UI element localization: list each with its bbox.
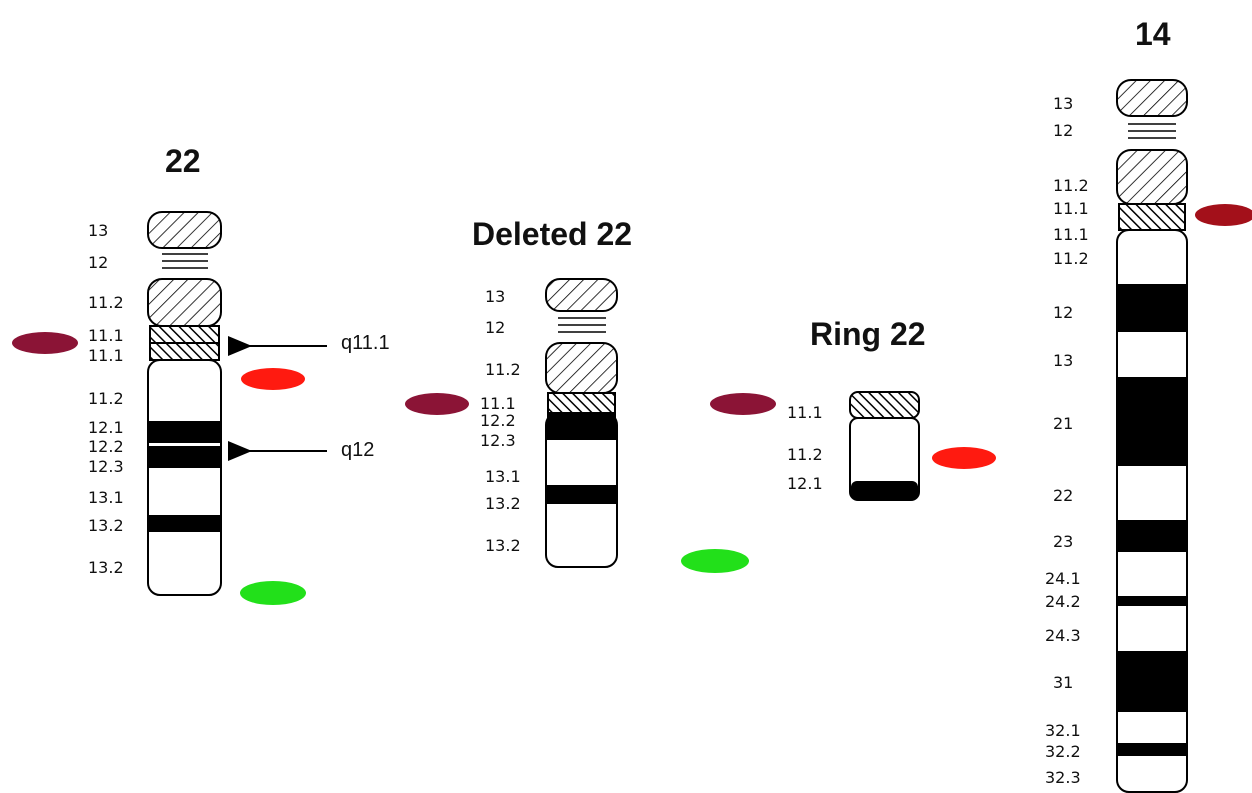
band-label: 13 bbox=[88, 221, 108, 240]
band-14-centromere bbox=[1118, 203, 1186, 231]
band-label: 13.2 bbox=[88, 516, 124, 535]
probe-dark-red bbox=[1195, 204, 1252, 226]
band-label: 22 bbox=[1053, 486, 1073, 505]
band-del22-q13-2 bbox=[547, 485, 616, 504]
band-22-p13 bbox=[147, 211, 222, 249]
band-label: 12.1 bbox=[787, 474, 823, 493]
band-label: 12 bbox=[485, 318, 505, 337]
chromosome-14-title: 14 bbox=[1135, 16, 1171, 52]
band-ring22-q12-1 bbox=[851, 481, 918, 500]
band-14-q23 bbox=[1118, 520, 1186, 552]
band-label: 11.2 bbox=[485, 360, 521, 379]
ring-22: Ring 22 11.1 11.2 12.1 bbox=[787, 316, 996, 501]
chromosome-22-title: 22 bbox=[165, 143, 201, 179]
band-label: 21 bbox=[1053, 414, 1073, 433]
band-del22-q12 bbox=[547, 414, 616, 440]
chromosome-14: 14 13 12 11.2 11.1 11.1 11.2 12 13 21 22… bbox=[1045, 16, 1252, 793]
band-14-q32-2 bbox=[1118, 743, 1186, 756]
band-14-p12-stalk bbox=[1128, 123, 1176, 139]
band-label: 11.1 bbox=[88, 326, 124, 345]
chromosome-22-q-arm bbox=[147, 359, 222, 596]
probe-red bbox=[241, 368, 305, 390]
band-label: 12.3 bbox=[480, 431, 516, 450]
band-label: 13.1 bbox=[485, 467, 521, 486]
band-14-q21 bbox=[1118, 377, 1186, 466]
band-22-p12-stalk bbox=[162, 253, 208, 269]
band-label: 12 bbox=[1053, 121, 1073, 140]
probe-dark-red bbox=[12, 332, 78, 354]
band-14-q24-2 bbox=[1118, 596, 1186, 606]
arrow-label-q11-1: q11.1 bbox=[341, 332, 390, 354]
band-label: 11.2 bbox=[88, 389, 124, 408]
band-14-q12 bbox=[1118, 284, 1186, 332]
band-del22-p11-2 bbox=[545, 342, 618, 394]
band-label: 12.2 bbox=[480, 411, 516, 430]
band-ring22-centromere bbox=[849, 391, 920, 419]
band-label: 24.2 bbox=[1045, 592, 1081, 611]
band-label: 13.1 bbox=[88, 488, 124, 507]
band-label: 31 bbox=[1053, 673, 1073, 692]
band-label: 32.3 bbox=[1045, 768, 1081, 787]
band-22-q12-3 bbox=[149, 446, 220, 468]
ring-22-title: Ring 22 bbox=[810, 316, 926, 352]
band-label: 11.2 bbox=[88, 293, 124, 312]
band-label: 32.1 bbox=[1045, 721, 1081, 740]
probe-dark-red bbox=[405, 393, 469, 415]
deleted-22: Deleted 22 13 12 11.2 11.1 12.2 12.3 13.… bbox=[405, 216, 776, 573]
band-label: 12.2 bbox=[88, 437, 124, 456]
band-label: 12 bbox=[88, 253, 108, 272]
band-14-p13 bbox=[1116, 79, 1188, 117]
probe-green bbox=[240, 581, 306, 605]
band-22-p11-2 bbox=[147, 278, 222, 327]
band-label: 11.2 bbox=[1053, 176, 1089, 195]
chromosome-22: 22 13 12 11.2 11.1 11.1 11.2 12.1 12.2 1… bbox=[12, 143, 390, 605]
band-label: 13 bbox=[485, 287, 505, 306]
band-22-q12-1 bbox=[149, 421, 220, 443]
band-label: 11.1 bbox=[1053, 199, 1089, 218]
probe-dark-red bbox=[710, 393, 776, 415]
band-label: 24.3 bbox=[1045, 626, 1081, 645]
band-label: 24.1 bbox=[1045, 569, 1081, 588]
band-del22-p13 bbox=[545, 278, 618, 312]
band-del22-p12-stalk bbox=[558, 317, 606, 333]
band-14-q31 bbox=[1118, 651, 1186, 712]
band-label: 11.1 bbox=[787, 403, 823, 422]
band-22-q13-2 bbox=[149, 515, 220, 532]
band-label: 11.1 bbox=[88, 346, 124, 365]
band-label: 13 bbox=[1053, 94, 1073, 113]
band-label: 11.1 bbox=[480, 394, 516, 413]
band-label: 23 bbox=[1053, 532, 1073, 551]
band-label: 13.2 bbox=[485, 494, 521, 513]
band-label: 12.3 bbox=[88, 457, 124, 476]
deleted-22-title: Deleted 22 bbox=[472, 216, 632, 252]
band-label: 11.1 bbox=[1053, 225, 1089, 244]
band-label: 13.2 bbox=[485, 536, 521, 555]
band-label: 32.2 bbox=[1045, 742, 1081, 761]
band-14-p11-2 bbox=[1116, 149, 1188, 205]
band-label: 12 bbox=[1053, 303, 1073, 322]
band-label: 13.2 bbox=[88, 558, 124, 577]
band-label: 13 bbox=[1053, 351, 1073, 370]
band-label: 11.2 bbox=[787, 445, 823, 464]
band-del22-centromere bbox=[547, 392, 616, 414]
probe-green bbox=[681, 549, 749, 573]
arrow-label-q12: q12 bbox=[341, 439, 374, 461]
probe-red bbox=[932, 447, 996, 469]
band-label: 11.2 bbox=[1053, 249, 1089, 268]
band-label: 12.1 bbox=[88, 418, 124, 437]
